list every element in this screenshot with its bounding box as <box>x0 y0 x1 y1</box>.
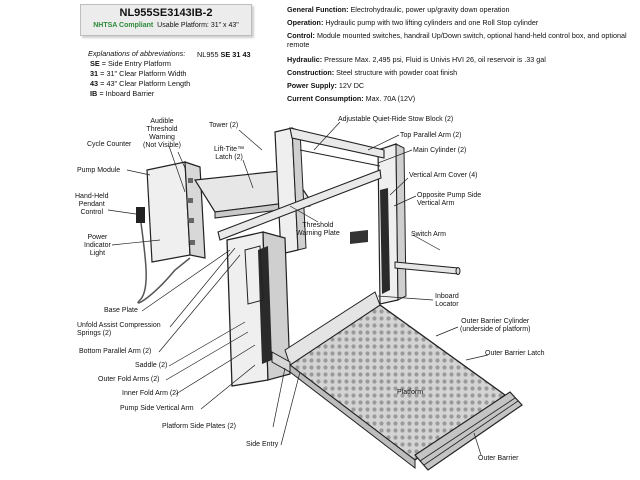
label-vertical-arm-cover: Vertical Arm Cover (4) <box>409 172 478 179</box>
label-inboard-locator: Inboard Locator <box>435 293 459 309</box>
spec-text: Hydraulic pump with two lifting cylinder… <box>323 18 539 27</box>
title-box: NL955SE3143IB-2 NHTSA Compliant Usable P… <box>80 4 252 36</box>
spec-line: Hydraulic: Pressure Max. 2,495 psi, Flui… <box>287 55 635 64</box>
threshold-plate-shape <box>350 230 368 244</box>
outer-barrier-shape <box>414 391 523 471</box>
subtitle: NHTSA Compliant Usable Platform: 31" x 4… <box>81 22 251 29</box>
abbreviation-line: SE = Side Entry Platform <box>90 60 171 67</box>
spec-text: Max. 70A (12V) <box>363 94 416 103</box>
spec-line: Current Consumption: Max. 70A (12V) <box>287 94 635 103</box>
label-switch-arm: Switch Arm <box>411 231 447 238</box>
label-inner-fold-arm: Inner Fold Arm (2) <box>122 390 179 397</box>
label-pump-side-vertical-arm: Pump Side Vertical Arm <box>120 405 194 412</box>
label-outer-barrier: Outer Barrier <box>478 455 519 462</box>
spec-label: Control: <box>287 31 315 40</box>
label-outer-barrier-cylinder: Outer Barrier Cylinder (underside of pla… <box>460 318 531 334</box>
abbr-text: = Inboard Barrier <box>97 89 155 98</box>
label-base-plate: Base Plate <box>104 307 138 314</box>
spec-text: 12V DC <box>336 81 365 90</box>
label-side-entry: Side Entry <box>246 441 279 448</box>
spec-text: Pressure Max. 2,495 psi, Fluid is Univis… <box>322 55 546 64</box>
pendant-control-shape <box>136 207 191 304</box>
platform-size-text: Usable Platform: 31" x 43" <box>157 22 239 29</box>
spec-line: Operation: Hydraulic pump with two lifti… <box>287 18 635 27</box>
spec-label: Operation: <box>287 18 324 27</box>
pump-side-tower-shape <box>226 231 291 387</box>
spec-label: Current Consumption: <box>287 94 364 103</box>
cylinder-rod <box>299 149 381 167</box>
main-cylinder-shape <box>217 169 382 241</box>
spec-label: Power Supply: <box>287 81 337 90</box>
label-cycle-counter: Cycle Counter <box>87 141 132 148</box>
model-code-parts: SE 31 43 <box>220 50 251 59</box>
label-top-parallel-arm: Top Parallel Arm (2) <box>400 132 462 139</box>
spec-line: Construction: Steel structure with powde… <box>287 68 635 77</box>
spec-label: General Function: <box>287 5 349 14</box>
label-bottom-parallel-arm: Bottom Parallel Arm (2) <box>79 348 152 355</box>
abbr-code: SE <box>90 59 100 68</box>
abbr-text: = 31" Clear Platform Width <box>98 69 187 78</box>
label-threshold-warning-plate: Threshold Warning Plate <box>296 222 340 238</box>
label-quiet-ride-stow-block: Adjustable Quiet-Ride Stow Block (2) <box>338 116 454 123</box>
abbreviation-line: 31 = 31" Clear Platform Width <box>90 70 187 77</box>
side-plate-shape <box>271 351 291 373</box>
abbreviation-heading: Explanations of abbreviations: <box>88 49 186 58</box>
label-audible-warning: Audible Threshold Warning (Not Visible) <box>143 118 181 150</box>
spec-text: Module mounted switches, handrail Up/Dow… <box>287 31 627 49</box>
abbr-text: = 43" Clear Platform Length <box>98 79 191 88</box>
spec-line: Power Supply: 12V DC <box>287 81 635 90</box>
abbreviation-model-code: NL955 SE 31 43 <box>197 50 251 59</box>
pump-module-shape <box>146 161 206 263</box>
switch-arm-shape <box>394 261 461 275</box>
label-outer-fold-arms: Outer Fold Arms (2) <box>98 376 160 383</box>
abbr-code: 31 <box>90 69 99 78</box>
label-hand-held-pendant: Hand-Held Pendant Control <box>75 193 109 217</box>
abbreviation-line: 43 = 43" Clear Platform Length <box>90 80 190 87</box>
label-saddle: Saddle (2) <box>135 362 168 369</box>
top-parallel-arm-shape <box>289 127 385 159</box>
label-lift-tite-latch: Lift-Tite™ Latch (2) <box>214 146 245 162</box>
spec-text: Electrohydraulic, power up/gravity down … <box>348 5 510 14</box>
platform-shape <box>284 291 507 470</box>
label-tower: Tower (2) <box>209 122 239 129</box>
spec-text: Steel structure with powder coat finish <box>334 68 458 77</box>
label-outer-barrier-latch: Outer Barrier Latch <box>485 350 545 357</box>
model-code: NL955 <box>197 50 219 59</box>
label-main-cylinder: Main Cylinder (2) <box>413 147 467 154</box>
spec-label: Construction: <box>287 68 335 77</box>
label-text: Audible Threshold Warning (Not Visible) <box>143 118 181 150</box>
abbr-text: = Side Entry Platform <box>99 59 171 68</box>
label-platform-side-plates: Platform Side Plates (2) <box>162 423 236 430</box>
leader-lines <box>107 121 489 456</box>
spec-line: General Function: Electrohydraulic, powe… <box>287 5 635 14</box>
label-platform: Platform <box>397 389 424 396</box>
spec-line: Control: Module mounted switches, handra… <box>287 31 635 49</box>
label-pump-module: Pump Module <box>77 167 121 174</box>
opposite-vertical-arm-shape <box>377 143 407 305</box>
label-unfold-assist-springs: Unfold Assist Compression Springs (2) <box>77 322 161 338</box>
abbreviation-line: IB = Inboard Barrier <box>90 90 154 97</box>
abbr-code: 43 <box>90 79 99 88</box>
label-opposite-vertical-arm: Opposite Pump Side Vertical Arm <box>417 192 482 208</box>
compliance-text: NHTSA Compliant <box>93 22 154 29</box>
model-title: NL955SE3143IB-2 <box>119 7 213 19</box>
abbr-code: IB <box>90 89 98 98</box>
label-power-indicator-light: Power Indicator Light <box>84 234 111 258</box>
spec-label: Hydraulic: <box>287 55 323 64</box>
